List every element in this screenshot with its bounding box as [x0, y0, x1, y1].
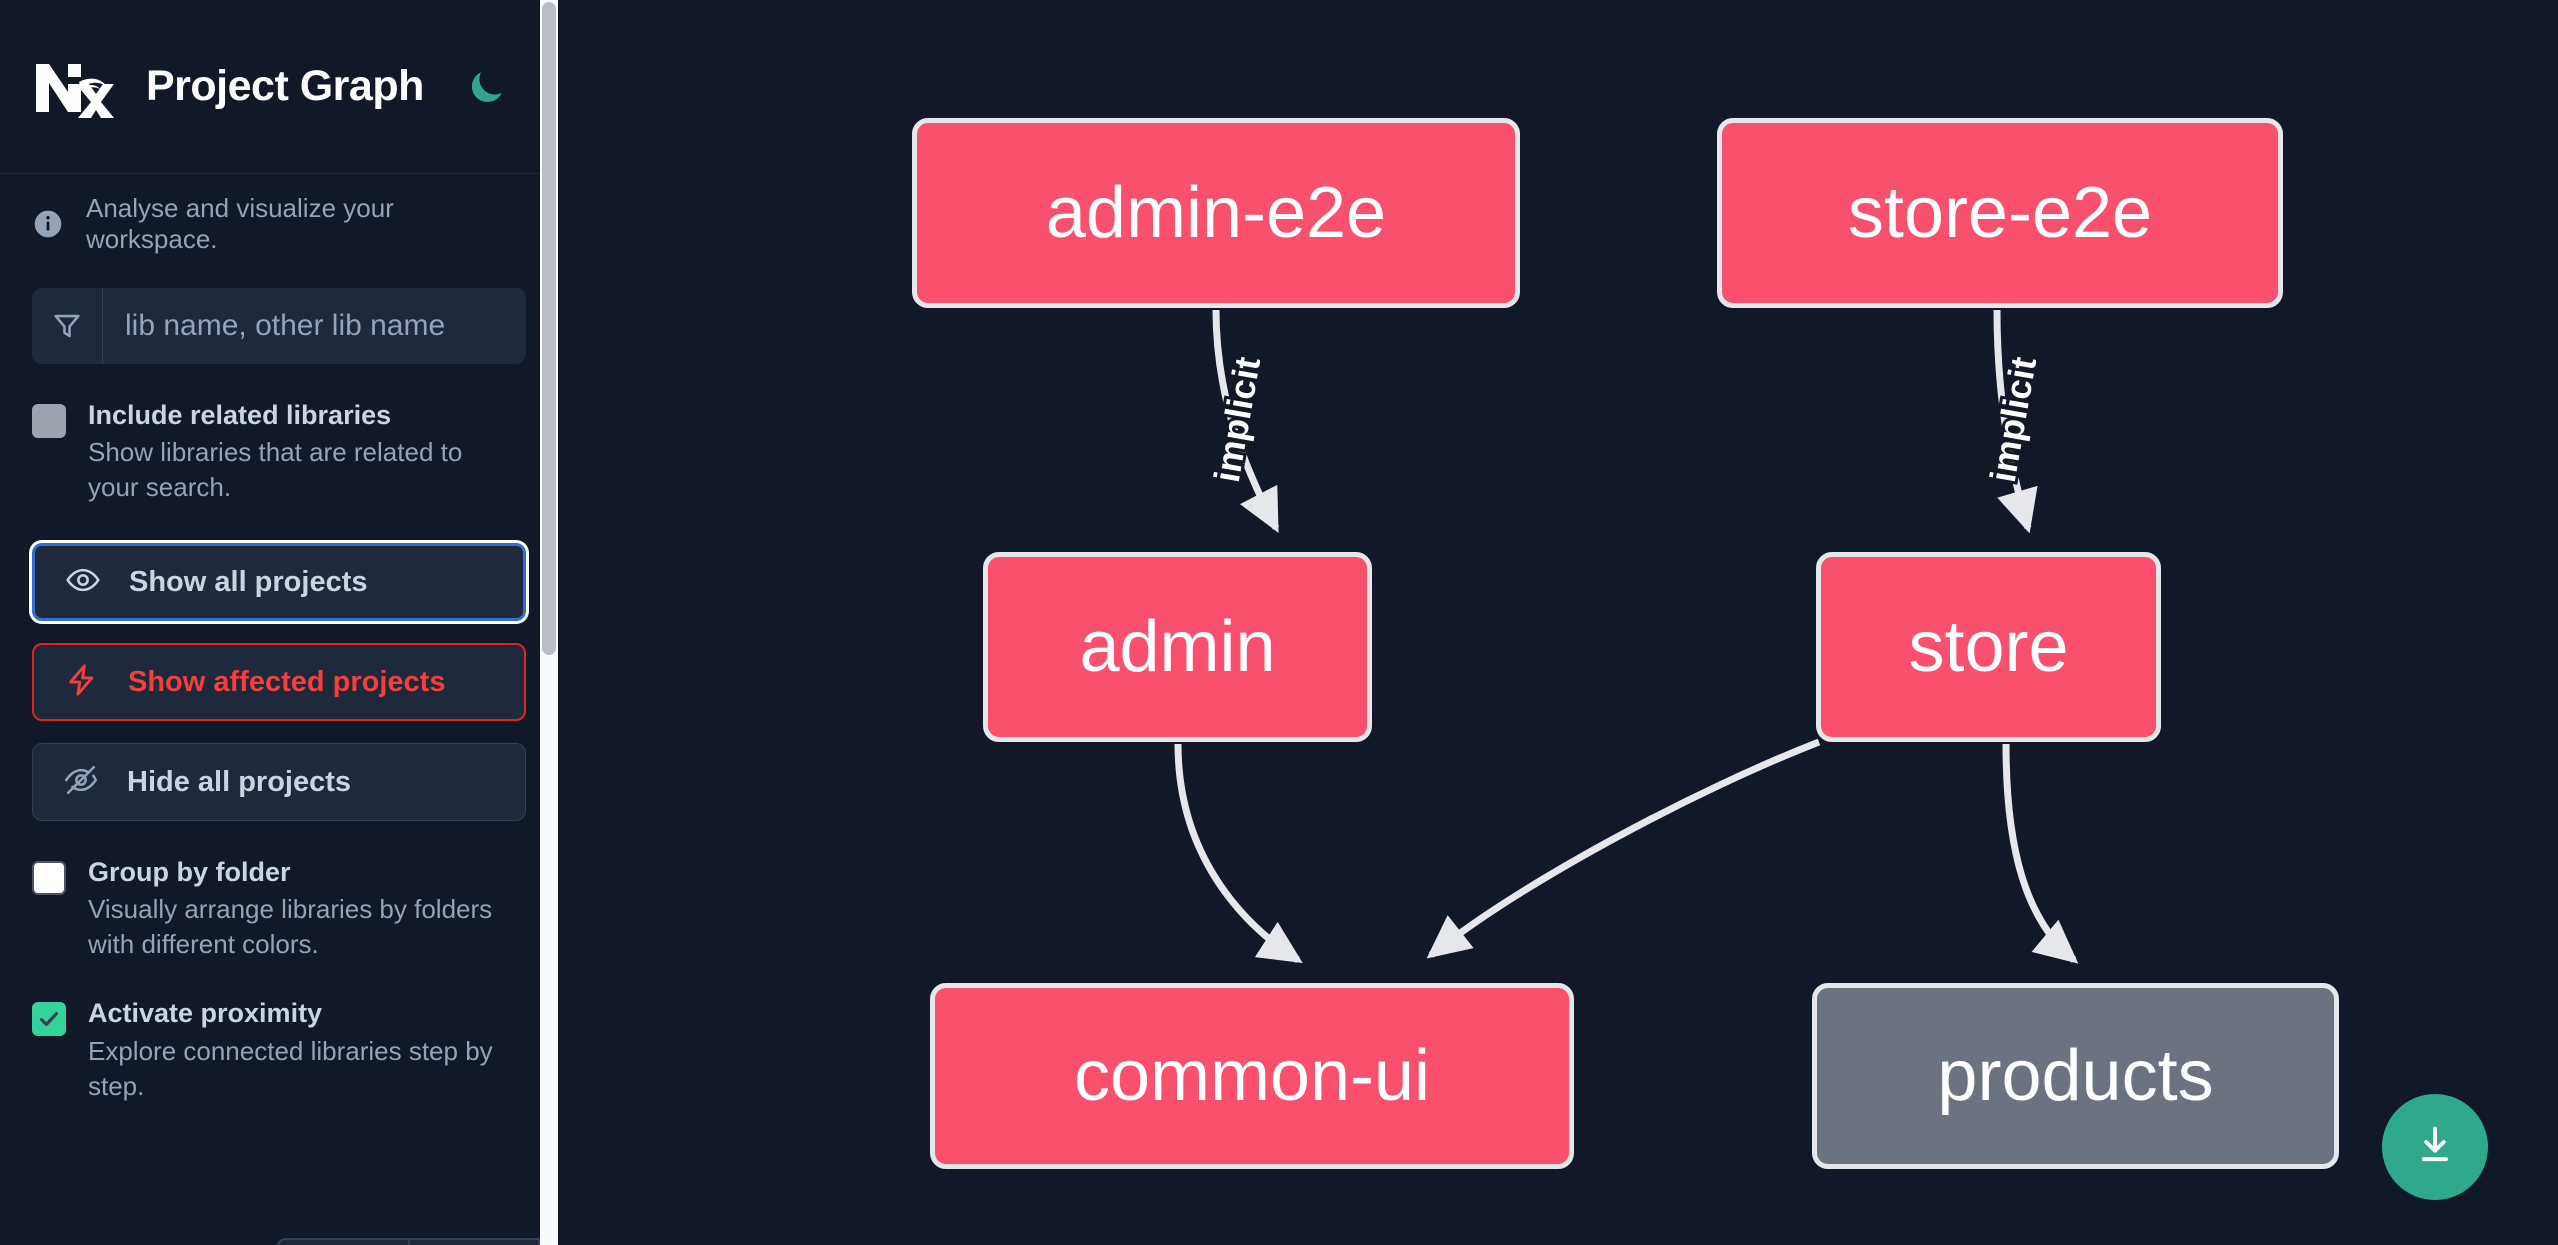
node-label: store	[1908, 607, 2069, 687]
search-input[interactable]	[103, 288, 526, 364]
option-activate-proximity[interactable]: Activate proximity Explore connected lib…	[0, 998, 558, 1103]
show-all-projects-button[interactable]: Show all projects	[32, 543, 526, 622]
edge-store-common-ui	[1426, 738, 1821, 959]
workspace-subtitle-row: Analyse and visualize your workspace.	[0, 174, 558, 274]
graph-node-store[interactable]: store	[1816, 552, 2161, 742]
option-title: Include related libraries	[88, 400, 392, 430]
eye-off-icon	[63, 762, 99, 803]
graph-node-admin-e2e[interactable]: admin-e2e	[912, 118, 1520, 308]
edge-admin-common-ui	[1174, 743, 1303, 964]
edge-label-implicit: implicit	[1979, 351, 2047, 488]
download-icon	[2412, 1122, 2458, 1173]
show-affected-projects-button[interactable]: Show affected projects	[32, 643, 526, 722]
sidebar-header: Project Graph	[0, 0, 558, 174]
sidebar-scrollbar-track[interactable]	[540, 0, 558, 1245]
edge-admin-e2e-admin	[1212, 309, 1280, 533]
eye-icon	[65, 562, 101, 603]
edge-label-implicit: implicit	[1203, 351, 1271, 488]
search-bar	[32, 288, 526, 364]
graph-edges: implicit implicit	[1174, 309, 2079, 964]
sidebar-scrollbar-thumb[interactable]	[542, 2, 556, 655]
edge-store-products	[2002, 743, 2079, 964]
svg-text:implicit: implicit	[1982, 354, 2044, 485]
edge-store-e2e-store	[1993, 309, 2038, 534]
node-label: admin	[1079, 607, 1276, 687]
segment-divider	[408, 1240, 410, 1245]
moon-icon[interactable]	[462, 63, 510, 111]
graph-node-products[interactable]: products	[1812, 983, 2339, 1169]
lightning-bolt-icon	[64, 662, 100, 703]
page-title: Project Graph	[146, 62, 424, 110]
show-affected-projects-label: Show affected projects	[128, 665, 446, 698]
checkbox-include-related-libraries[interactable]	[32, 404, 66, 438]
option-include-related-libraries[interactable]: Include related libraries Show libraries…	[0, 400, 558, 505]
hide-all-projects-button[interactable]: Hide all projects	[32, 743, 526, 822]
workspace-subtitle: Analyse and visualize your workspace.	[86, 193, 394, 254]
option-title: Activate proximity	[88, 998, 323, 1029]
project-visibility-buttons: Show all projects Show affected projects	[0, 543, 558, 822]
project-graph-canvas[interactable]: implicit implicit admin-e2e store-e2e ad…	[576, 0, 2558, 1245]
graph-node-admin[interactable]: admin	[983, 552, 1372, 742]
node-label: products	[1937, 1036, 2214, 1116]
option-description: Explore connected libraries step by step…	[88, 1035, 493, 1101]
option-title: Group by folder	[88, 857, 291, 888]
show-all-projects-label: Show all projects	[129, 565, 368, 598]
hide-all-projects-label: Hide all projects	[127, 765, 352, 798]
filter-funnel-icon[interactable]	[32, 288, 103, 364]
segment-divider	[538, 1240, 540, 1245]
download-button[interactable]	[2382, 1094, 2488, 1200]
sidebar: Project Graph Analyse and visualize your…	[0, 0, 558, 1245]
checkbox-activate-proximity[interactable]	[32, 1002, 66, 1037]
graph-node-store-e2e[interactable]: store-e2e	[1717, 118, 2283, 308]
node-label: store-e2e	[1847, 173, 2153, 253]
checkbox-group-by-folder[interactable]	[32, 861, 66, 896]
segmented-control-peek[interactable]	[276, 1238, 558, 1245]
option-description: Show libraries that are related to your …	[88, 437, 463, 503]
node-label: admin-e2e	[1045, 173, 1387, 253]
graph-node-common-ui[interactable]: common-ui	[930, 983, 1574, 1169]
option-group-by-folder[interactable]: Group by folder Visually arrange librari…	[0, 857, 558, 962]
info-icon	[32, 208, 64, 240]
node-label: common-ui	[1073, 1036, 1431, 1116]
svg-text:implicit: implicit	[1206, 354, 1268, 485]
nx-logo-icon	[32, 56, 114, 118]
option-description: Visually arrange libraries by folders wi…	[88, 894, 493, 960]
